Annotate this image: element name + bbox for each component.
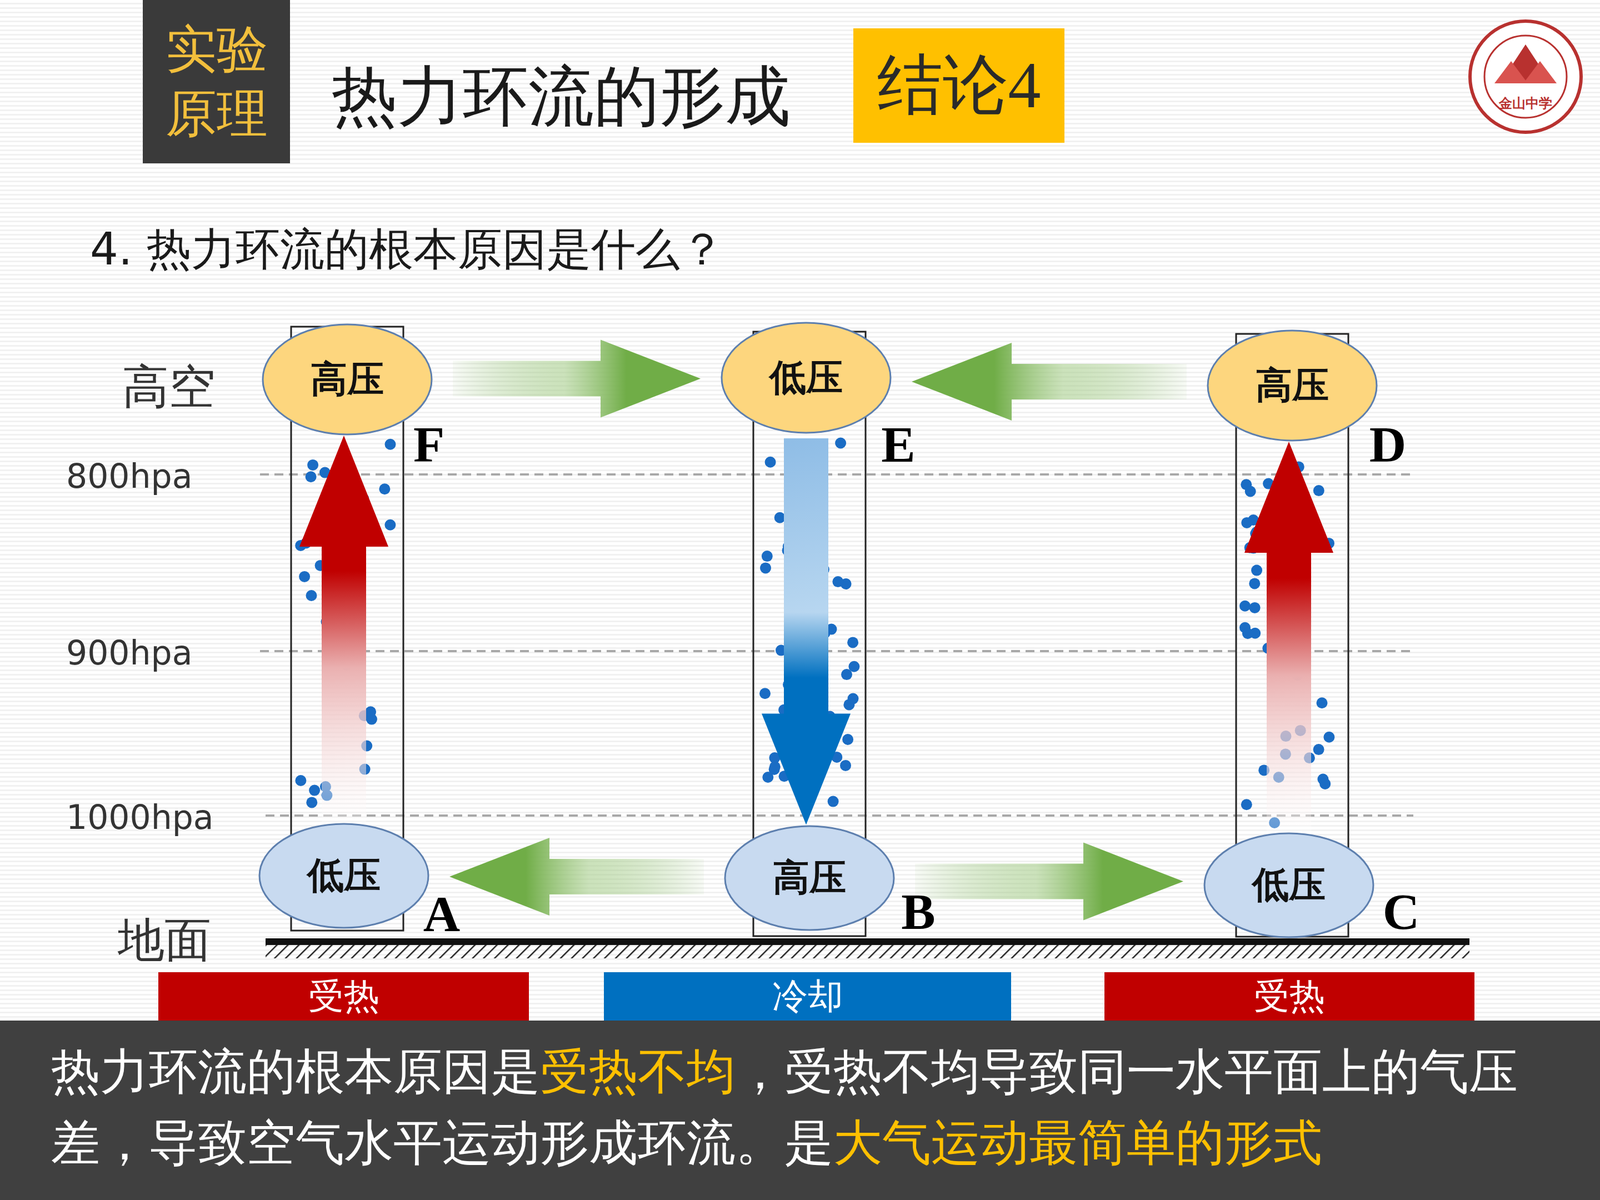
point-letter: F (413, 415, 445, 474)
particle-dot (1251, 565, 1263, 577)
axis-label: 地面 (117, 908, 212, 973)
point-letter: A (423, 884, 460, 944)
node-text: 低压 (769, 352, 843, 403)
point-letter: E (881, 415, 915, 474)
airflow-arrow (299, 435, 389, 823)
airflow-arrow (915, 842, 1184, 921)
logo-text: 金山中学 (1498, 94, 1553, 113)
pressure-ellipse: 高压D (1206, 329, 1378, 442)
particle-dot (1319, 778, 1331, 790)
particle-dot (759, 687, 771, 699)
pressure-ellipse: 低压A (258, 822, 430, 929)
node-text: 受热 (308, 972, 380, 1021)
particle-dot (847, 636, 859, 648)
particle-dot (308, 785, 320, 797)
node-text: 高压 (1255, 360, 1329, 411)
particle-dot (847, 693, 859, 705)
particle-dot (306, 796, 318, 808)
particle-dot (827, 796, 839, 808)
particle-dot (1245, 486, 1257, 498)
particle-dot (1316, 697, 1328, 709)
ellipse-shape (721, 322, 891, 433)
particle-dot (1241, 517, 1253, 529)
particle-dot (841, 668, 853, 680)
axis-label: 1000hpa (66, 797, 214, 837)
particle-dot (1248, 577, 1260, 589)
particle-dot (295, 775, 307, 787)
particle-dot (765, 456, 777, 468)
node-text: 受热 (1253, 972, 1325, 1021)
caption-bar: 热力环流的根本原因是受热不均，受热不均导致同一水平面上的气压差，导致空气水平运动… (0, 1020, 1600, 1200)
pressure-ellipse: 低压E (720, 321, 892, 434)
airflow-arrow (449, 837, 704, 916)
ellipse-shape (259, 823, 429, 928)
particle-dot (835, 437, 847, 449)
title-box: 结论4 (853, 28, 1065, 143)
particle-dot (832, 576, 844, 588)
particle-dot (298, 571, 310, 583)
particle-dot (384, 519, 396, 531)
node-text: 高压 (772, 852, 847, 903)
particle-dot (305, 471, 317, 483)
particle-dot (1313, 743, 1325, 755)
heating-band: 冷却 (603, 972, 1012, 1021)
question-text: 4. 热力环流的根本原因是什么？ (90, 220, 725, 280)
particle-dot (1239, 600, 1251, 612)
caption-segment: 热力环流的根本原因是 (51, 1042, 540, 1100)
particle-dot (385, 438, 397, 450)
heating-band: 受热 (1104, 972, 1475, 1021)
point-letter: D (1369, 415, 1407, 474)
particle-dot (1249, 602, 1261, 614)
axis-label: 900hpa (66, 633, 193, 673)
airflow-arrow (911, 342, 1187, 421)
particle-dot (1313, 485, 1325, 497)
heating-band: 受热 (158, 972, 529, 1021)
particle-dot (761, 550, 773, 562)
pressure-ellipse: 高压F (261, 323, 433, 436)
point-letter: B (901, 882, 935, 942)
caption-text: 热力环流的根本原因是受热不均，受热不均导致同一水平面上的气压差，导致空气水平运动… (51, 1036, 1563, 1178)
node-text: 低压 (307, 850, 381, 901)
particle-dot (840, 760, 852, 772)
caption-segment: 大气运动最简单的形式 (833, 1113, 1323, 1172)
air-particles (295, 437, 1335, 829)
node-text: 实验 原理 (161, 17, 273, 147)
axis-label: 高空 (122, 355, 216, 419)
airflow-arrow (1244, 441, 1334, 833)
airflow-arrow (452, 340, 701, 418)
node-text: 低压 (1252, 860, 1326, 910)
ellipse-shape (725, 826, 894, 930)
caption-segment: 受热不均 (540, 1042, 736, 1100)
isobar-lines (260, 474, 1414, 816)
node-text: 冷却 (772, 972, 844, 1021)
node-text: 高压 (310, 354, 384, 405)
title-box: 实验 原理 (142, 0, 290, 164)
ellipse-shape (1204, 833, 1374, 938)
airflow-arrow (761, 438, 851, 825)
ellipse-shape (1207, 330, 1377, 441)
particle-dot (378, 483, 390, 495)
pressure-ellipse: 高压B (723, 825, 895, 932)
particle-dot (774, 512, 786, 524)
particle-dot (307, 459, 319, 471)
particle-dot (1242, 627, 1254, 639)
point-letter: C (1382, 882, 1420, 942)
pressure-ellipse: 低压C (1203, 832, 1375, 939)
particle-dot (842, 733, 854, 745)
school-logo (1470, 21, 1582, 133)
particle-dot (1323, 731, 1335, 743)
slide-title: 热力环流的形成 (331, 55, 791, 139)
particle-dot (1241, 798, 1253, 810)
node-text: 结论4 (877, 41, 1042, 130)
particle-dot (306, 590, 318, 602)
axis-label: 800hpa (66, 456, 193, 496)
particle-dot (760, 562, 772, 574)
ellipse-shape (262, 324, 432, 435)
particle-dot (365, 706, 377, 718)
